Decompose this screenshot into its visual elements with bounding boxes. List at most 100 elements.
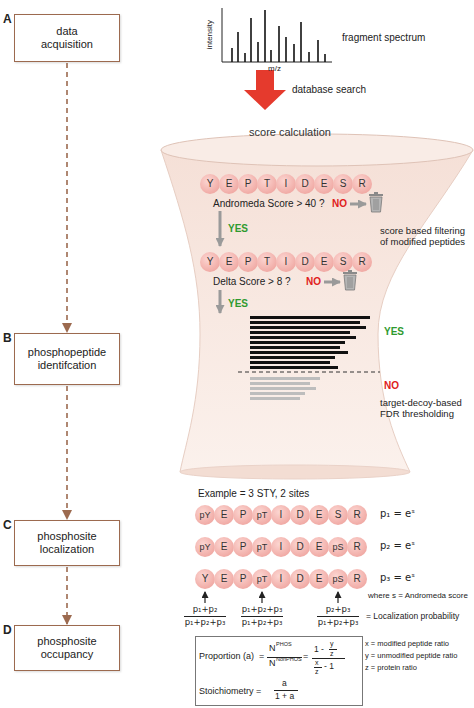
pointer-arrow (337, 592, 338, 603)
score-bar (250, 351, 348, 354)
formula-term: Proportion (a) (199, 652, 254, 661)
residue-bead: P (233, 569, 253, 589)
residue-bead: I (276, 252, 296, 272)
formula-term: a (282, 679, 287, 688)
peptide-chain: YEPTIDESR (200, 174, 372, 194)
residue-bead: pT (252, 537, 272, 557)
trash-ribs (374, 199, 378, 210)
residue-bead: P (238, 174, 258, 194)
score-bar (250, 361, 330, 364)
residue-bead: P (233, 505, 253, 525)
residue-bead: I (271, 569, 291, 589)
residue-bead: E (219, 174, 239, 194)
spectrum-peak (264, 10, 266, 62)
residue-bead: E (309, 505, 329, 525)
score-bar (250, 387, 316, 390)
trash-can (369, 192, 383, 212)
stage-box: phosphosite occupancy (14, 625, 120, 671)
residue-bead: I (276, 174, 296, 194)
residue-bead: E (314, 174, 334, 194)
fraction-numerator: p₂+p₃ (310, 605, 366, 615)
fraction-bar (184, 616, 226, 617)
spectrum-peak (308, 52, 310, 62)
fraction-bar (274, 690, 298, 691)
accept-arrow (219, 211, 222, 246)
search-arrow (244, 70, 286, 110)
residue-bead: D (295, 252, 315, 272)
stage-box: data acquisition (14, 14, 120, 62)
formula-term: 1 + a (275, 692, 294, 701)
score-bar (250, 336, 356, 339)
residue-bead: E (309, 537, 329, 557)
residue-bead: I (271, 505, 291, 525)
residue-bead: pT (252, 505, 272, 525)
spectrum-peak (317, 40, 319, 62)
residue-bead: R (347, 537, 367, 557)
trash-can (343, 270, 357, 290)
answer-yes: YES (228, 223, 248, 235)
filter-question: Andromeda Score > 40 ? (213, 198, 324, 210)
residue-bead: Y (195, 569, 215, 589)
residue-bead: pT (252, 569, 272, 589)
spectrum-peak (237, 32, 239, 62)
score-bar (250, 356, 335, 359)
formula-box: Proportion (a)=NPHOSNNonPHOS=1 -yzxz- 1S… (195, 636, 363, 706)
score-bar (250, 392, 305, 395)
score-bar (250, 382, 310, 385)
step-note: database search (292, 84, 366, 96)
fdr-threshold-line (238, 372, 380, 373)
residue-bead: D (290, 569, 310, 589)
funnel-body (161, 150, 473, 472)
stage-box: phosphopeptide identifcation (14, 333, 120, 385)
residue-bead: D (290, 505, 310, 525)
spectrum-peak (270, 50, 272, 62)
trash-body (344, 275, 356, 290)
answer-yes: YES (228, 298, 248, 310)
score-bar (250, 321, 360, 324)
funnel-rim (161, 134, 473, 166)
filter-funnel: score calculationYEPTIDESRYEPTIDESR (160, 112, 474, 484)
flow-connector (66, 567, 68, 624)
flow-connector (66, 63, 68, 332)
formula-term: PHOS (276, 642, 292, 648)
axis-label: m/z (268, 64, 281, 73)
spectrum-peak (231, 48, 233, 62)
residue-bead: Y (200, 252, 220, 272)
panel-letter: B (3, 332, 12, 346)
trash-handle (374, 192, 378, 194)
answer-no: NO (384, 380, 399, 392)
fraction-bar (241, 616, 283, 617)
stage-title: phosphosite occupancy (31, 635, 103, 661)
variable-definition: z = protein ratio (365, 664, 417, 673)
residue-bead: S (333, 252, 353, 272)
residue-bead: P (238, 252, 258, 272)
formula-note: = Localization probability (366, 612, 474, 622)
variable-definition: x = modified peptide ratio (365, 640, 449, 649)
side-note: target-decoy-based FDR thresholding (380, 398, 474, 420)
fraction-bar (312, 658, 345, 659)
residue-bead: Y (200, 174, 220, 194)
spectrum-peak (257, 42, 259, 62)
spectrum-peak (300, 22, 302, 62)
peptide-chain: YEPpTIDEpSR (195, 569, 367, 589)
residue-bead: pS (328, 569, 348, 589)
residue-bead: E (314, 252, 334, 272)
funnel-base (180, 465, 410, 479)
filter-question: Delta Score > 8 ? (213, 276, 291, 288)
score-bar (250, 366, 338, 369)
formula-term: y (330, 640, 334, 647)
residue-bead: R (352, 252, 372, 272)
residue-bead: E (214, 505, 234, 525)
residue-bead: T (257, 252, 277, 272)
spectrum-peak (285, 37, 287, 62)
fraction-bar (329, 649, 337, 650)
reject-arrow (324, 281, 340, 284)
formula-term: z (330, 650, 334, 657)
residue-bead: E (309, 569, 329, 589)
fraction-bar (317, 616, 359, 617)
residue-bead: R (352, 174, 372, 194)
fraction-denominator: p₁+p₂+p₃ (310, 618, 366, 628)
fraction-numerator: p₁+p₂+p₃ (234, 605, 290, 615)
